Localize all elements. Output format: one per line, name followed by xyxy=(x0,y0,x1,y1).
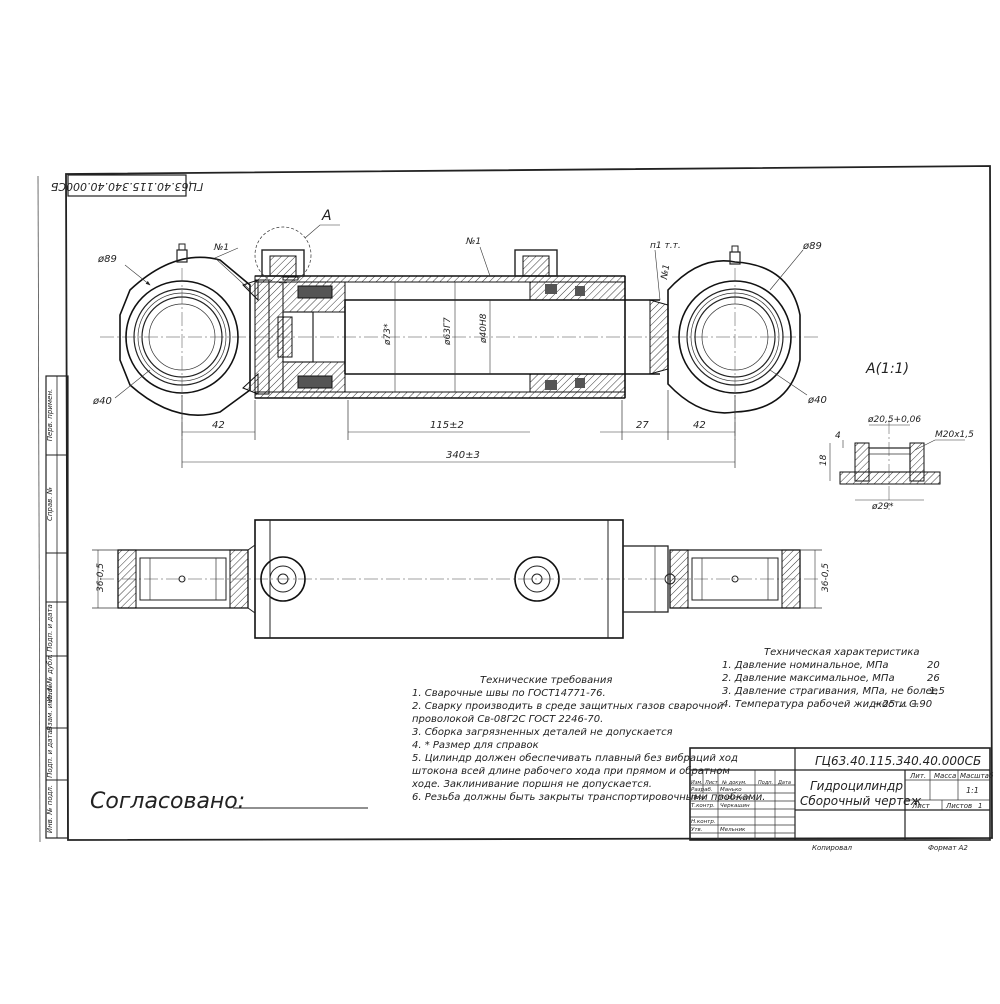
dim-d40-left: ø40 xyxy=(92,396,112,407)
tech-req-line-7: штокона всей длине рабочего хода при пря… xyxy=(412,765,730,777)
title-sheets-value: 1 xyxy=(978,802,982,810)
dim-width36-right: 36-0,5 xyxy=(821,563,831,592)
piston xyxy=(277,281,346,393)
tech-char-row-1-label: 1. Давление номинальное, МПа xyxy=(722,660,889,671)
tech-char-row-3-value: 1,5 xyxy=(929,686,945,697)
dim-len42-right: 42 xyxy=(693,420,706,431)
right-eye xyxy=(667,245,801,440)
tech-char-row-4-label: 4. Температура рабочей жидкости С. xyxy=(722,698,919,710)
title-role-6: Утв. xyxy=(691,827,703,833)
title-format: Формат А2 xyxy=(928,844,968,852)
agreed-block: Согласовано: xyxy=(90,789,368,814)
weld-label-left: №1 xyxy=(213,243,229,253)
tech-char-row-2-label: 2. Давление максимальное, МПа xyxy=(722,673,895,684)
title-role-5: Н.контр. xyxy=(691,819,716,825)
title-col-lit: Лит. xyxy=(909,772,926,780)
title-scale-value: 1:1 xyxy=(966,786,979,795)
left-eye xyxy=(119,243,259,440)
title-name-person-2: Коршунов xyxy=(720,795,749,801)
detail-a-view: А(1:1) ø20,5+0,06 М20х1,5 4 18 ø29* xyxy=(819,361,974,512)
tech-req-line-3: проволокой Св-08Г2С ГОСТ 2246-70. xyxy=(412,714,603,725)
view-label-a-scale: А(1:1) xyxy=(865,361,909,377)
weld-label-right: №1 xyxy=(660,264,673,282)
side-ref-no: Справ. № xyxy=(46,487,54,521)
title-hdr-sheet: Лист xyxy=(704,780,719,786)
rotated-stamp: ГЦ63.40.115.340.40.000СБ xyxy=(51,174,203,197)
tech-char-row-1-value: 20 xyxy=(927,660,940,671)
detail-d205: ø20,5+0,06 xyxy=(867,415,921,425)
side-first-use: Перв. примен. xyxy=(46,389,54,442)
title-name-person-3: Черкашин xyxy=(720,803,750,809)
tech-req-line-4: 3. Сборка загрязненных деталей не допуск… xyxy=(412,726,673,738)
title-hdr-sign: Подп. xyxy=(758,780,773,786)
title-name-1: Гидроцилиндр xyxy=(810,779,903,793)
title-block: ГЦ63.40.115.340.40.000СБ Гидроцилиндр Сб… xyxy=(689,747,994,852)
tech-req-line-2: 2. Сварку производить в среде защитных г… xyxy=(412,701,724,712)
side-orig-inv: Инв. № подл. xyxy=(46,785,54,833)
dim-d89-right: ø89 xyxy=(802,241,822,252)
side-dup-inv: Инв. № дубл. xyxy=(46,654,54,702)
title-hdr-change: Изм. xyxy=(691,780,703,786)
tech-req-line-9: 6. Резьба должны быть закрыты транспорти… xyxy=(412,791,766,803)
side-sign-date-2: Подп. и дата xyxy=(46,730,54,778)
tech-req-line-8: ходе. Заклинивание поршня не допускается… xyxy=(411,779,652,790)
title-hdr-date: Дата xyxy=(777,780,791,786)
weld-label-mid: №1 xyxy=(465,237,481,247)
side-stamp-column: Перв. примен. Справ. № Подп. и дата Инв.… xyxy=(45,375,69,839)
dim-width36-left: 36-0,5 xyxy=(96,563,106,592)
tech-req-line-5: 4. * Размер для справок xyxy=(412,740,539,751)
dim-len27: 27 xyxy=(636,420,649,431)
sheet-frame xyxy=(37,165,993,843)
note-n-tm: п1 т.т. xyxy=(650,241,681,251)
tech-char-row-4-value: −25 ... +90 xyxy=(874,699,932,710)
title-name-person-1: Манько xyxy=(720,787,742,793)
detail-d29: ø29* xyxy=(871,502,894,512)
tech-char-title: Техническая характеристика xyxy=(764,647,920,658)
tech-characteristics: Техническая характеристика 1. Давление н… xyxy=(722,647,945,710)
side-sign-date-1: Подп. и дата xyxy=(46,604,54,652)
title-role-3: Т.контр. xyxy=(691,803,715,809)
title-code: ГЦ63.40.115.340.40.000СБ xyxy=(815,754,981,768)
title-col-mass: Масса xyxy=(934,772,956,780)
gland xyxy=(529,276,626,398)
dim-d63: ø63Г7 xyxy=(443,317,453,346)
title-name-person-6: Мельник xyxy=(720,827,746,833)
title-role-2: Пров. xyxy=(691,795,707,801)
dim-len340: 340±3 xyxy=(446,450,480,461)
dim-len115: 115±2 xyxy=(430,420,464,431)
view-label-a: А xyxy=(321,208,332,224)
main-section-view: А ø89 №1 ø40 №1 п1 т.т. №1 ø89 ø40 ø73* … xyxy=(92,208,827,468)
dim-d40-right: ø40 xyxy=(807,395,827,406)
detail-4: 4 xyxy=(835,431,841,441)
agreed-label: Согласовано: xyxy=(90,789,245,814)
title-role-1: Разраб. xyxy=(691,787,713,793)
title-col-scale: Масштаб xyxy=(960,772,994,780)
tech-req-line-6: 5. Цилиндр должен обеспечивать плавный б… xyxy=(412,752,738,764)
detail-18: 18 xyxy=(819,454,829,466)
tech-char-row-3-label: 3. Давление страгивания, МПа, не более xyxy=(722,685,938,697)
tech-req-line-1: 1. Сварочные швы по ГОСТ14771-76. xyxy=(412,688,606,699)
dim-d40h8: ø40Н8 xyxy=(479,313,489,344)
side-repl-inv: Взам. инв. № xyxy=(46,683,54,731)
detail-m20: М20х1,5 xyxy=(935,430,974,440)
tech-req-title: Технические требования xyxy=(480,674,612,686)
dim-d73: ø73* xyxy=(383,323,393,346)
title-hdr-doc: № докум. xyxy=(721,780,747,786)
title-copied: Копировал xyxy=(812,844,853,852)
dim-d89-left: ø89 xyxy=(97,254,117,265)
title-name-2: Сборочный чертеж xyxy=(800,794,922,808)
rotated-stamp-code: ГЦ63.40.115.340.40.000СБ xyxy=(51,180,203,193)
title-sheet-label: Лист xyxy=(911,802,931,810)
tech-char-row-2-value: 26 xyxy=(927,673,940,684)
title-sheets-label: Листов xyxy=(945,802,972,810)
dim-len42-left: 42 xyxy=(212,420,225,431)
tech-requirements: Технические требования 1. Сварочные швы … xyxy=(411,674,766,803)
top-view: 36-0,5 36-0,5 xyxy=(92,519,831,639)
